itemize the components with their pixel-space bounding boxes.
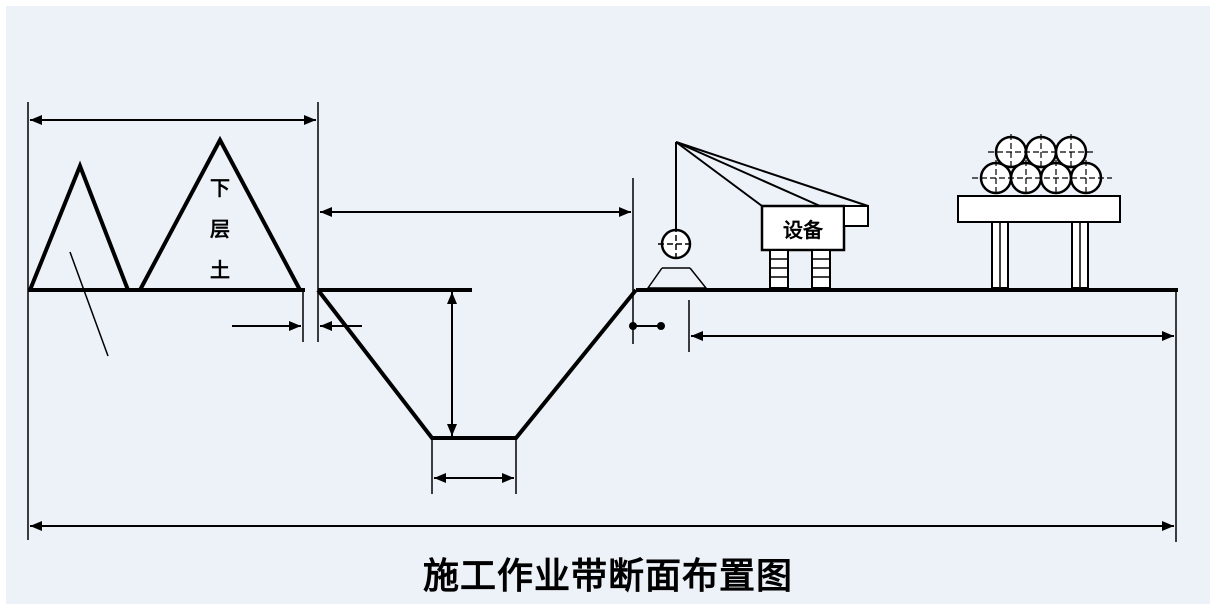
crane-equipment [675, 141, 869, 289]
subsoil-label-char-2: 层 [210, 217, 230, 241]
offset-marker [629, 322, 665, 330]
subsoil-label-char-3: 土 [210, 258, 230, 282]
diagram-title: 施工作业带断面布置图 [422, 555, 793, 597]
equipment-label: 设备 [783, 218, 824, 242]
equipment-cab [760, 204, 846, 252]
extension-lines [27, 102, 1177, 542]
pipe-rack [957, 195, 1121, 289]
topsoil-pile [28, 160, 130, 291]
diagram-background [6, 6, 1210, 604]
dimension-arrows [30, 115, 1174, 531]
suspended-pipe [646, 226, 708, 289]
equipment-counterweight [843, 205, 869, 227]
equipment-track-left [769, 249, 789, 289]
pipe-centerlines [972, 134, 1112, 196]
topsoil-hatch [69, 251, 109, 357]
equipment-track-right [811, 249, 831, 289]
trench-profile [316, 288, 638, 440]
subsoil-pile [138, 135, 302, 291]
subsoil-label: 下 层 土 [210, 176, 230, 282]
subsoil-label-char-1: 下 [210, 176, 230, 200]
